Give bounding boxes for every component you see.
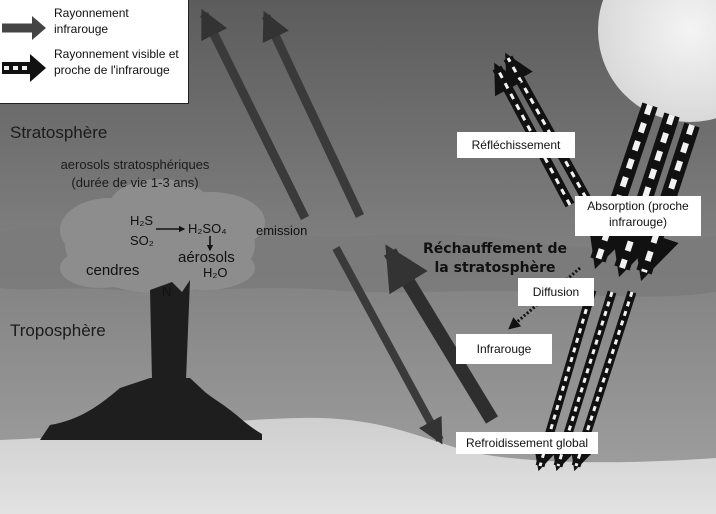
global-cooling-box: Refroidissement global	[456, 432, 598, 454]
legend-label-infrared: Rayonnement infrarouge	[54, 6, 129, 36]
chem-h2s: H₂S	[130, 213, 154, 228]
infrared-arrow-down	[332, 246, 444, 445]
warming-arrow-up	[384, 244, 498, 424]
legend-label-visible: Rayonnement visible et proche de l'infra…	[54, 47, 179, 77]
diffusion-arrow	[508, 266, 581, 330]
chem-cendres: cendres	[86, 262, 140, 279]
chem-so2: SO₂	[130, 233, 154, 248]
eruption-column	[150, 280, 190, 380]
sun	[598, 0, 716, 122]
diffusion-box: Diffusion	[518, 278, 594, 306]
troposphere-label: Troposphère	[10, 321, 106, 340]
legend-icons	[2, 16, 46, 82]
eruption-cloud	[60, 179, 265, 293]
aerosols-title-line2: (durée de vie 1-3 ans)	[71, 175, 199, 190]
stratosphere-warming-label: Réchauffement de la stratosphère	[410, 240, 580, 278]
absorption-box: Absorption (proche infrarouge)	[575, 196, 701, 236]
reflection-box: Réfléchissement	[457, 132, 575, 158]
chem-aerosols: aérosols	[178, 249, 235, 266]
legend-visible-arrowhead	[30, 54, 46, 82]
volcano	[40, 378, 262, 440]
ground	[0, 417, 716, 514]
stratosphere-label: Stratosphère	[10, 123, 108, 142]
infrared-box: Infrarouge	[456, 334, 552, 364]
warming-line1: Réchauffement de	[423, 241, 567, 257]
emission-label: emission	[256, 223, 308, 238]
aerosols-title-line1: aerosols stratosphériques	[60, 157, 210, 172]
legend: Rayonnement infrarouge Rayonnement visib…	[0, 0, 189, 104]
infrared-arrow-outgoing-2	[261, 10, 365, 218]
aerosols-title: aerosols stratosphériques (durée de vie …	[36, 156, 234, 192]
infrared-arrow-outgoing-1	[199, 8, 310, 220]
warming-line2: la stratosphère	[434, 260, 556, 276]
chem-n: N	[162, 284, 172, 299]
legend-infrared-arrowhead	[32, 16, 46, 40]
chem-h2o: H₂O	[203, 265, 228, 280]
chem-h2so4: H₂SO₄	[188, 221, 227, 236]
